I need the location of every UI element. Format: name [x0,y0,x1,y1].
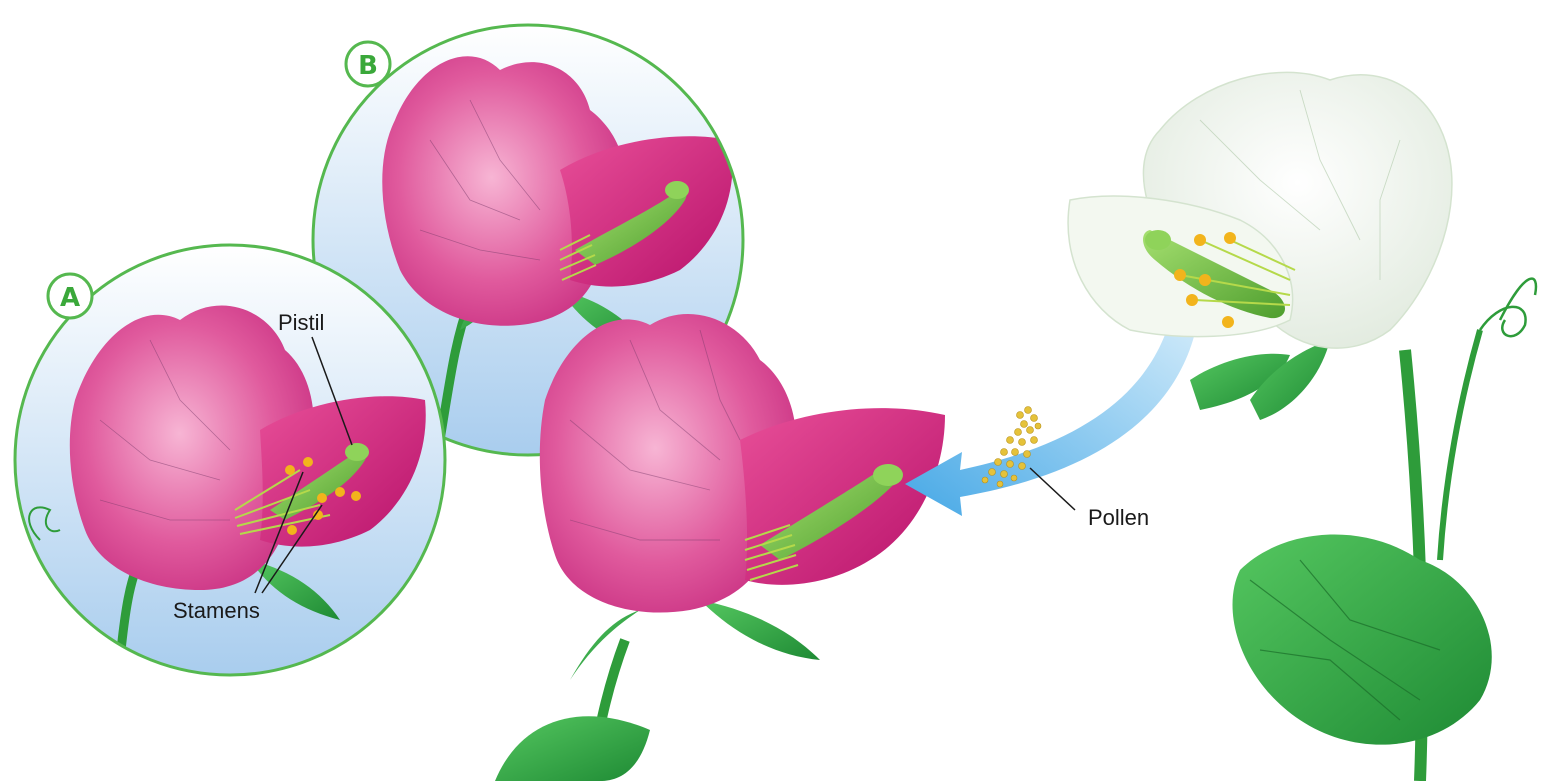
donor-tendril [1480,307,1526,336]
pollen-label: Pollen [1088,505,1149,530]
donor-leaf [1233,535,1492,745]
panel-b-badge: B [346,42,390,86]
center-flower [495,314,945,781]
panel-a-badge: A [48,274,92,318]
pistil-label: Pistil [278,310,324,335]
stamens-label: Stamens [173,598,260,623]
panel-b-badge-letter: B [358,51,378,81]
panel-a: A Pistil Stamens [15,245,445,675]
center-leaf [495,716,650,781]
donor-plant [1068,72,1536,781]
pollen-leader-line [1030,468,1075,510]
panel-a-badge-letter: A [60,283,80,313]
donor-flower [1068,72,1452,348]
